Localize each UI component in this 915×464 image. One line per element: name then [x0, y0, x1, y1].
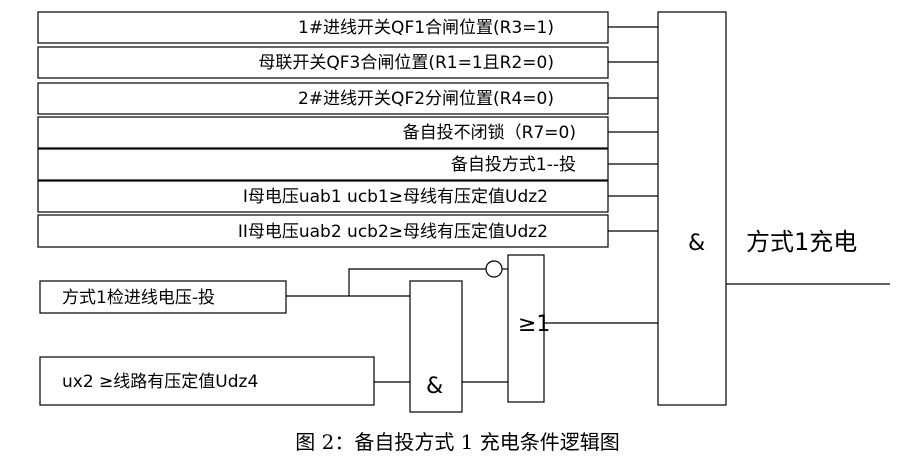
or-gate — [507, 254, 545, 403]
condition-label-5: 备自投方式1--投 — [451, 155, 576, 175]
check-voltage-label: 方式1检进线电压-投 — [62, 288, 215, 308]
condition-label-4: 备自投不闭锁（R7=0) — [403, 123, 576, 143]
condition-label-1: 1#进线开关QF1合闸位置(R3=1) — [298, 18, 554, 38]
small-and-gate — [409, 280, 463, 413]
negation-bubble — [485, 260, 503, 278]
main-and-gate — [657, 11, 727, 406]
wire-check-voltage — [286, 268, 486, 297]
logic-diagram: 1#进线开关QF1合闸位置(R3=1) 母联开关QF3合闸位置(R1=1且R2=… — [37, 11, 890, 413]
or-symbol: ≥1 — [518, 312, 550, 337]
output-label: 方式1充电 — [746, 228, 857, 256]
figure-caption: 图 2：备自投方式 1 充电条件逻辑图 — [295, 430, 620, 454]
small-and-symbol: & — [426, 374, 443, 399]
condition-label-3: 2#进线开关QF2分闸位置(R4=0) — [298, 89, 554, 109]
condition-label-7: II母电压uab2 ucb2≥母线有压定值Udz2 — [238, 222, 548, 242]
check-voltage-box — [39, 280, 287, 314]
condition-label-2: 母联开关QF3合闸位置(R1=1且R2=0) — [258, 53, 554, 73]
ux2-box — [39, 356, 375, 406]
condition-label-6: I母电压uab1 ucb1≥母线有压定值Udz2 — [243, 187, 548, 207]
main-and-symbol: & — [688, 231, 705, 256]
ux2-label: ux2 ≥线路有压定值Udz4 — [62, 372, 258, 392]
